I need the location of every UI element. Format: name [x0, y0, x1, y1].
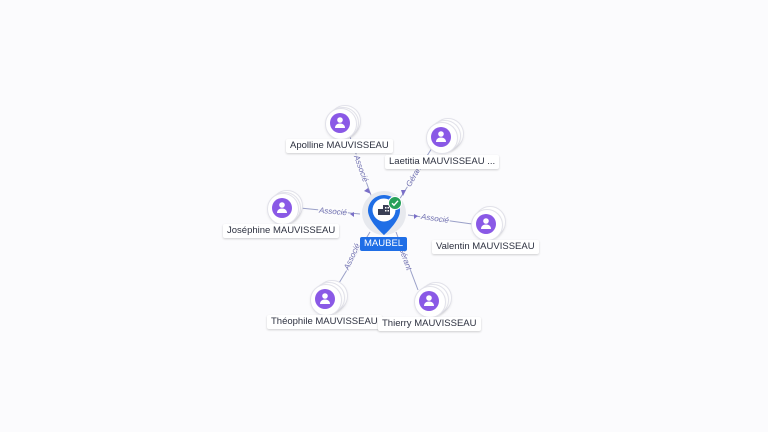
arrow-josephine [350, 212, 354, 217]
person-node-apolline[interactable] [325, 105, 361, 140]
person-label-josephine[interactable]: Joséphine MAUVISSEAU [223, 224, 340, 238]
active-status-badge [388, 196, 402, 210]
arrow-laetitia [401, 190, 406, 196]
check-icon [391, 200, 399, 207]
person-label-apolline[interactable]: Apolline MAUVISSEAU [286, 139, 393, 153]
person-icon [330, 113, 350, 133]
person-icon [272, 198, 292, 218]
person-label-thierry[interactable]: Thierry MAUVISSEAU [378, 317, 481, 331]
person-icon [315, 289, 335, 309]
person-label-valentin[interactable]: Valentin MAUVISSEAU [432, 240, 539, 254]
building-icon [378, 205, 390, 215]
person-node-thierry[interactable] [414, 282, 452, 318]
person-label-theophile[interactable]: Théophile MAUVISSEAU [267, 315, 382, 329]
arrow-valentin [414, 214, 418, 219]
arrow-apolline [364, 188, 371, 194]
person-label-laetitia[interactable]: Laetitia MAUVISSEAU ... [385, 155, 500, 169]
person-icon [419, 291, 439, 311]
person-node-laetitia[interactable] [426, 118, 464, 154]
person-icon [431, 127, 451, 147]
person-node-valentin[interactable] [471, 206, 506, 241]
company-label[interactable]: MAUBEL [360, 237, 408, 251]
person-icon [476, 214, 496, 234]
person-node-josephine[interactable] [267, 190, 303, 225]
person-node-theophile[interactable] [310, 280, 348, 316]
